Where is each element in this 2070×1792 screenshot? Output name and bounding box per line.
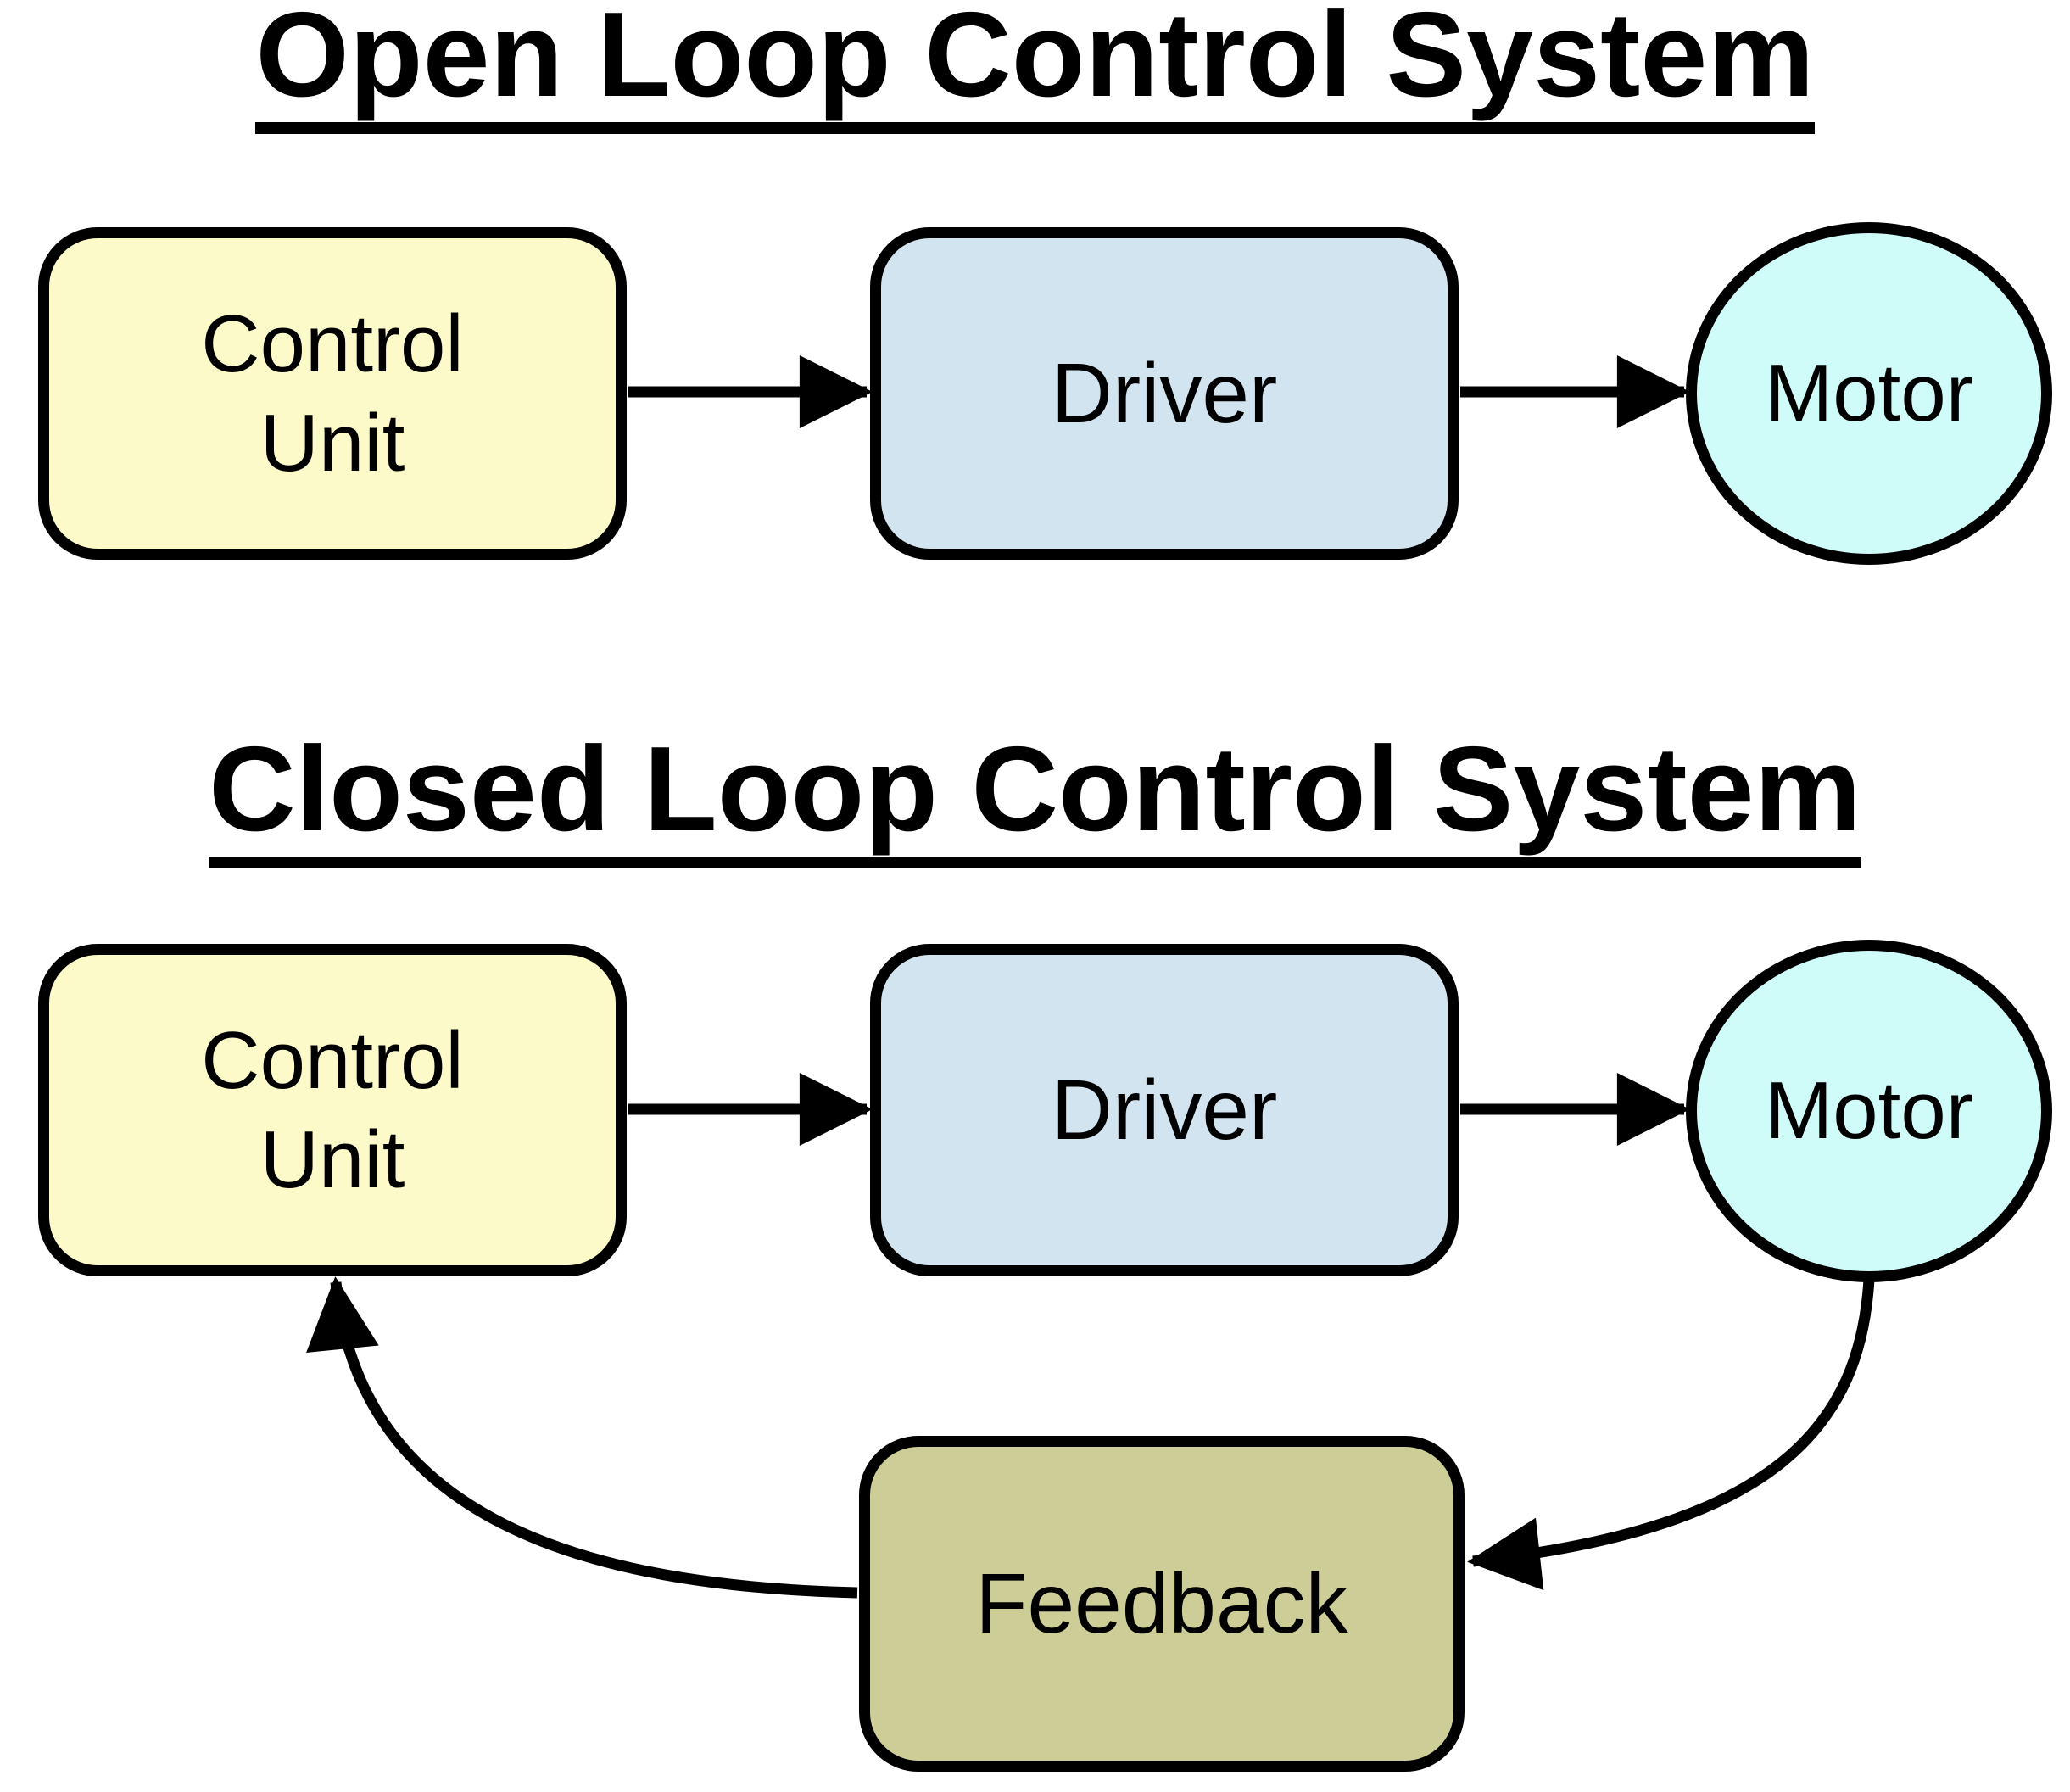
closed-loop-control-unit-box: Control Unit [38, 944, 627, 1276]
closed-loop-driver-box: Driver [870, 944, 1459, 1276]
feedback-label: Feedback [975, 1556, 1348, 1651]
arrow-motor-to-feedback [1467, 1278, 1875, 1591]
feedback-box: Feedback [859, 1436, 1465, 1772]
open-loop-motor-label: Motor [1765, 348, 1973, 439]
closed-loop-driver-label: Driver [1051, 1063, 1278, 1158]
open-loop-motor-circle: Motor [1686, 222, 2052, 565]
open-loop-title-text: Open Loop Control System [255, 0, 1815, 134]
closed-loop-title: Closed Loop Control System [0, 729, 2070, 868]
open-loop-control-unit-box: Control Unit [38, 227, 627, 560]
closed-loop-motor-label: Motor [1765, 1065, 1973, 1157]
arrow-feedback-to-control-unit [306, 1276, 858, 1599]
open-loop-control-unit-label: Control Unit [201, 298, 464, 488]
open-loop-driver-box: Driver [870, 227, 1459, 560]
closed-loop-motor-circle: Motor [1686, 940, 2052, 1282]
closed-loop-title-text: Closed Loop Control System [209, 729, 1861, 868]
closed-loop-control-unit-label: Control Unit [201, 1014, 464, 1205]
open-loop-driver-label: Driver [1051, 346, 1278, 441]
open-loop-title: Open Loop Control System [0, 0, 2070, 134]
